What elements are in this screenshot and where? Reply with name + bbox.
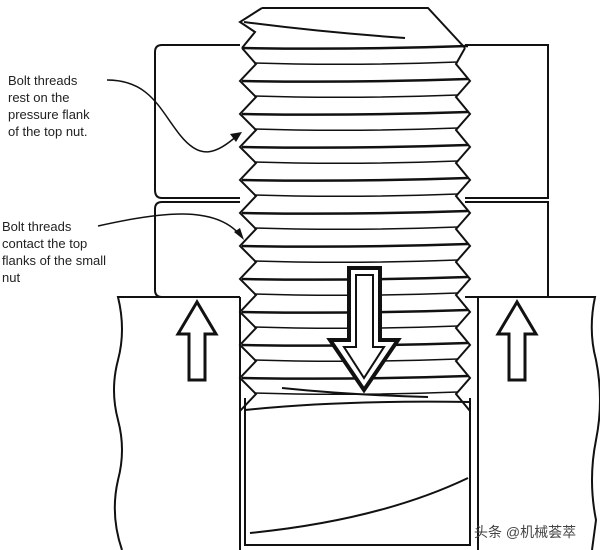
top-nut <box>154 44 549 199</box>
leader-top-nut <box>106 79 242 153</box>
thread-crest <box>241 242 469 248</box>
thread-crest <box>241 77 469 83</box>
thread-root <box>253 259 459 264</box>
thread-crest <box>241 209 469 215</box>
base-block-left <box>113 296 241 550</box>
thread-root <box>253 61 459 66</box>
label-top-nut: Bolt threads rest on the pressure flank … <box>8 73 90 139</box>
thread-root <box>253 127 459 132</box>
leader-small-nut <box>97 213 244 240</box>
thread-crest <box>241 374 469 380</box>
down-arrow-icon <box>326 266 402 394</box>
thread-profile-left <box>238 47 258 412</box>
up-arrow-left-icon <box>175 299 219 382</box>
thread-root <box>253 193 459 198</box>
label-small-nut: Bolt threads contact the top flanks of t… <box>2 219 107 285</box>
thread-crest <box>241 176 469 182</box>
thread-crest <box>241 44 469 50</box>
bolt-head-chamfer <box>238 7 466 49</box>
thread-crest <box>241 110 469 116</box>
thread-crest <box>241 143 469 149</box>
thread-root <box>253 94 459 99</box>
watermark: 头条 @机械荟萃 <box>474 524 577 540</box>
thread-profile-right <box>454 47 472 412</box>
thread-root <box>253 226 459 231</box>
bolt-shank <box>244 387 471 546</box>
thread-root <box>253 160 459 165</box>
up-arrow-right-icon <box>495 299 539 382</box>
